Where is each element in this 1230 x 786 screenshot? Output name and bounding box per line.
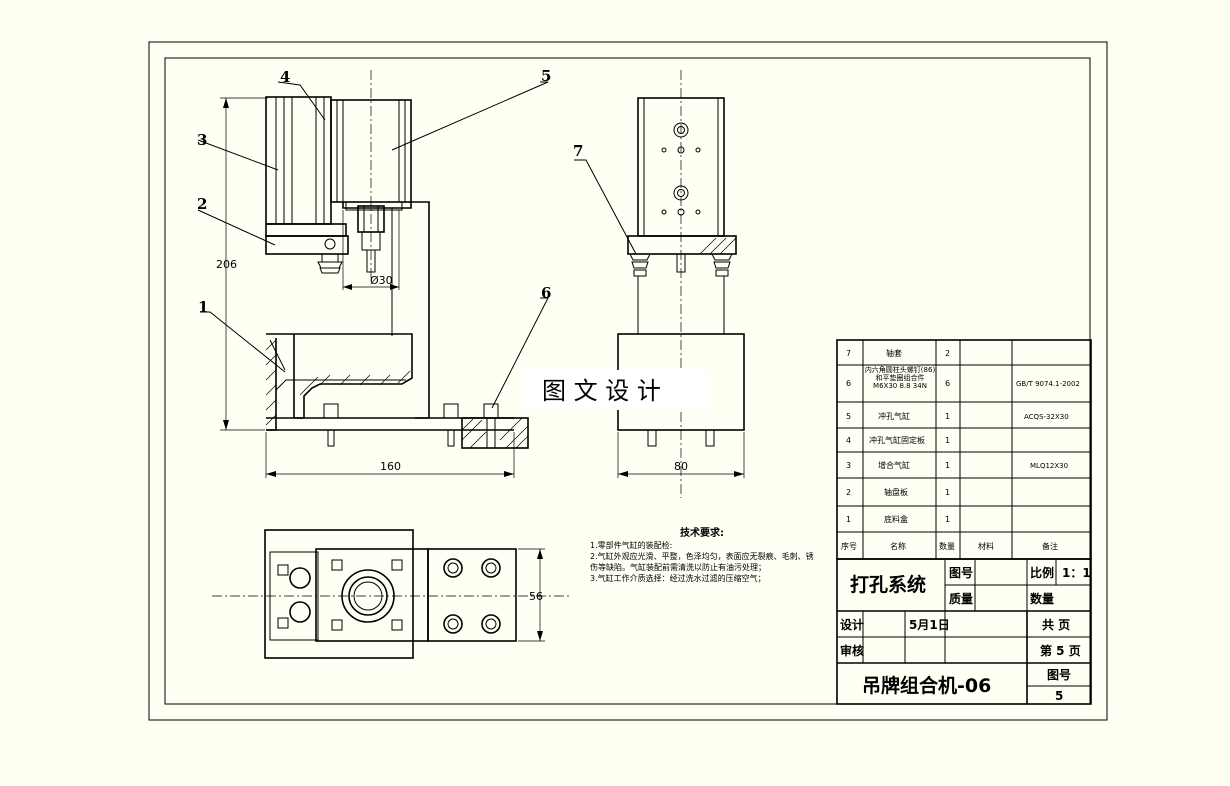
title-block: 打孔系统 图号 比例 1：1 质量 数量 设计 5月1日 共 页 审核 第 5 … (836, 558, 1092, 705)
label-drawing-no-2: 图号 (1047, 667, 1071, 682)
bom-row-3-name: 增合气缸 (878, 460, 910, 470)
tech-req-line-4: 3.气缸工作介质选择：经过洗水过滤的压缩空气； (590, 573, 766, 583)
bom-row-4-qty: 1 (945, 436, 950, 445)
tech-req-line-3: 伤等缺陷。气缸装配前需清洗以防止有油污处理； (590, 562, 766, 572)
label-review: 审核 (840, 643, 864, 658)
label-quantity: 数量 (1030, 591, 1054, 606)
bom-header-name: 名称 (890, 541, 906, 551)
watermark-text: 图 文 设 计 (542, 377, 661, 405)
bom-row-2-no: 2 (846, 488, 851, 497)
bom-table: 7 轴套 2 6 内六角圆柱头螺钉(86)和平垫圈组合件M6X30 8.8 34… (836, 339, 1092, 560)
drawing-title: 打孔系统 (850, 573, 926, 596)
bom-row-7-no: 7 (846, 349, 851, 358)
bom-row-1-no: 1 (846, 515, 851, 524)
part-number-4: 4 (280, 68, 290, 86)
design-date: 5月1日 (909, 618, 950, 632)
label-drawing-no: 图号 (949, 565, 973, 580)
bom-row-5-name: 冲孔气缸 (878, 411, 910, 421)
bom-row-5-no: 5 (846, 412, 851, 421)
bom-row-6-remark: GB/T 9074.1-2002 (1016, 380, 1080, 388)
bom-header-remark: 备注 (1042, 541, 1058, 551)
part-number-1: 1 (198, 298, 208, 316)
bom-row-3-no: 3 (846, 461, 851, 470)
technical-requirements: 技术要求: 1.零部件气缸的装配检: 2.气缸外观应光滑、平整，色泽均匀，表面应… (590, 526, 814, 583)
dim-bore: Ø30 (370, 274, 393, 287)
scale-value: 1：1 (1062, 566, 1091, 580)
tech-req-line-2: 2.气缸外观应光滑、平整，色泽均匀，表面应无裂痕、毛刺、锈 (590, 551, 814, 561)
bom-row-2-qty: 1 (945, 488, 950, 497)
label-scale: 比例 (1030, 565, 1054, 580)
bom-header-no: 序号 (841, 541, 857, 551)
bom-row-3-qty: 1 (945, 461, 950, 470)
inner-frame (164, 57, 1091, 705)
side-view: 80 (574, 70, 745, 498)
part-number-3: 3 (197, 131, 207, 149)
bom-row-6-no: 6 (846, 379, 851, 388)
drawing-no-value: 5 (1055, 689, 1063, 703)
label-total-pages: 共 页 (1042, 617, 1070, 632)
top-view: 56 (212, 529, 572, 659)
bom-row-2-name: 轴盘板 (884, 487, 908, 497)
bom-row-6-qty: 6 (945, 379, 950, 388)
bom-row-6-name-wrap: 内六角圆柱头螺钉(86)和平垫圈组合件M6X30 8.8 34N (864, 366, 936, 390)
bom-header-material: 材料 (978, 541, 994, 551)
tech-req-line-1: 1.零部件气缸的装配检: (590, 540, 672, 550)
dim-front-width: 160 (380, 460, 401, 473)
part-number-7: 7 (573, 142, 583, 160)
bom-row-5-remark: ACQS-32X30 (1024, 413, 1069, 421)
dim-top-width: 56 (529, 590, 543, 603)
tech-req-title: 技术要求: (680, 526, 724, 539)
bom-row-3-remark: MLQ12X30 (1030, 462, 1068, 470)
label-mass: 质量 (949, 591, 973, 606)
bom-row-6-name: 内六角圆柱头螺钉(86)和平垫圈组合件M6X30 8.8 34N (864, 366, 936, 390)
label-sheet: 第 5 页 (1040, 643, 1081, 658)
bom-header-qty: 数量 (939, 541, 955, 551)
bom-row-1-qty: 1 (945, 515, 950, 524)
bom-row-7-qty: 2 (945, 349, 950, 358)
part-number-5: 5 (541, 67, 551, 85)
bom-row-7-name: 轴套 (886, 348, 902, 358)
outer-frame (148, 41, 1108, 721)
project-name: 吊牌组合机-06 (862, 674, 991, 697)
bom-row-5-qty: 1 (945, 412, 950, 421)
watermark-box (522, 370, 708, 410)
front-view: 206 Ø30 (197, 67, 583, 478)
bom-row-4-name: 冲孔气缸固定板 (869, 435, 925, 445)
label-design: 设计 (840, 617, 864, 632)
bom-row-1-name: 底料盒 (884, 514, 908, 524)
part-number-2: 2 (197, 195, 207, 213)
dim-side-width: 80 (674, 460, 688, 473)
dim-height: 206 (216, 258, 237, 271)
part-number-6: 6 (541, 284, 551, 302)
bom-row-4-no: 4 (846, 436, 851, 445)
